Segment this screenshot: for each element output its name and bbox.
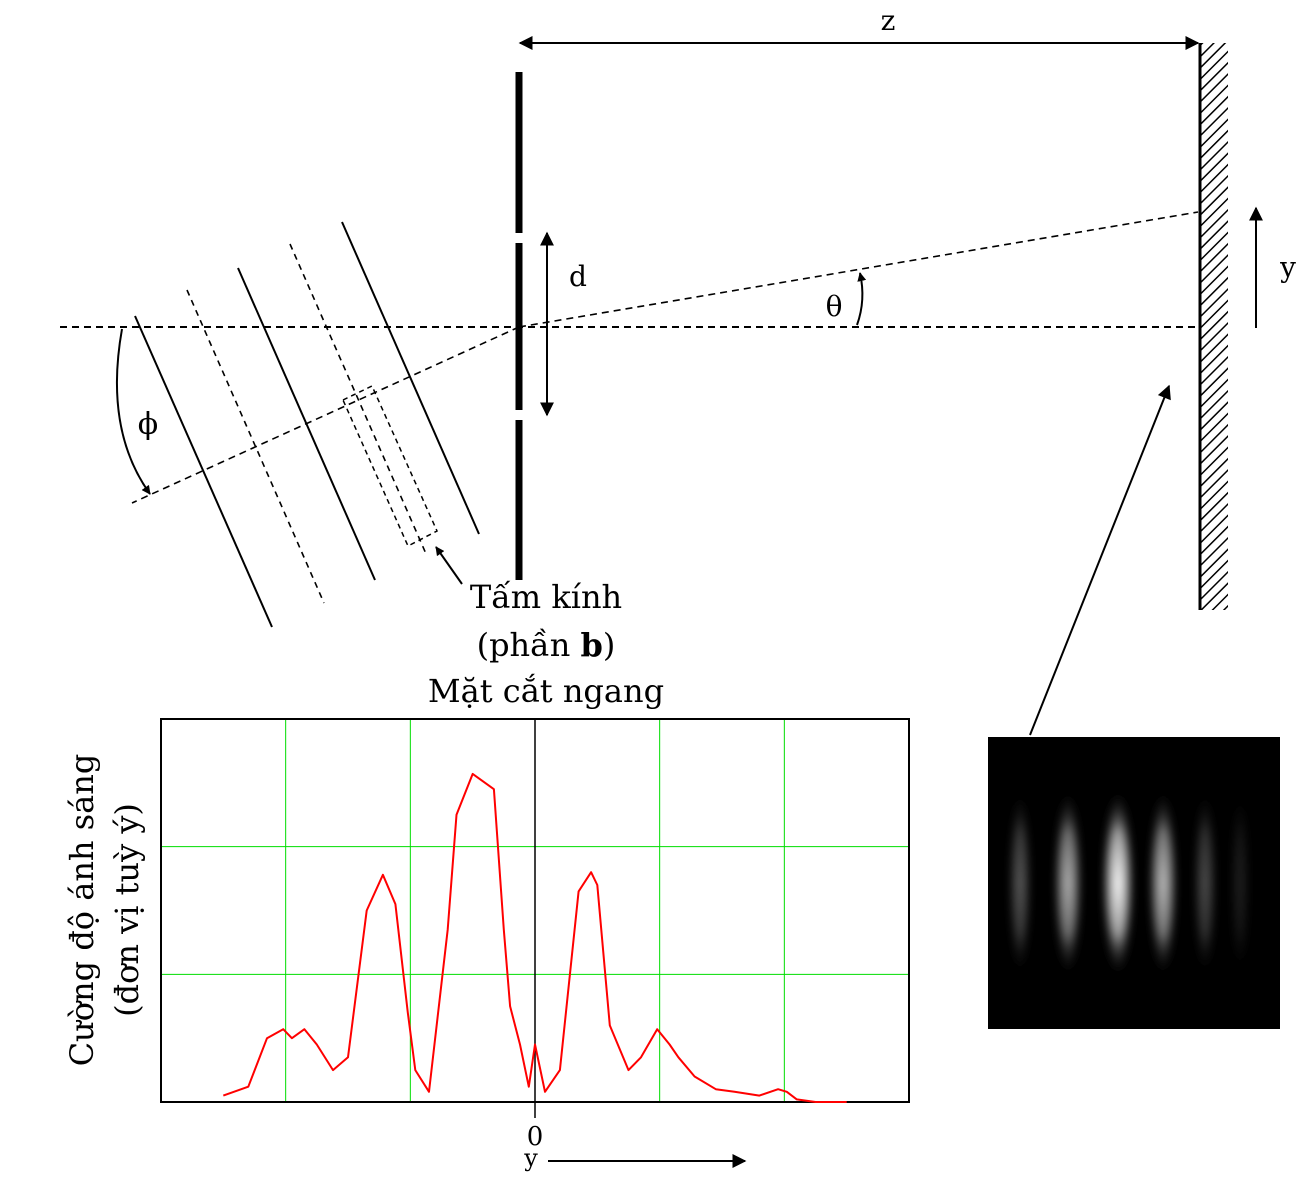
y-label-screen: y xyxy=(1279,251,1296,284)
glass-pointer-arrow xyxy=(435,546,463,585)
glass-label-line1: Tấm kính xyxy=(470,578,622,616)
z-label: z xyxy=(881,4,896,37)
wavefronts xyxy=(134,221,480,628)
screen xyxy=(1200,43,1228,610)
cross-section-title: Mặt cắt ngang xyxy=(428,672,664,710)
theta-label: θ xyxy=(826,290,843,323)
image-pointer-arrow xyxy=(1029,384,1171,736)
fringe-band xyxy=(1230,788,1250,978)
glass-plate xyxy=(342,384,438,548)
plot-ylabel-line1: Cường độ ánh sáng xyxy=(63,754,101,1067)
fringe-band xyxy=(1053,788,1083,978)
intensity-plot: 0 y Cường độ ánh sáng (đơn vị tuỳ ý) xyxy=(63,718,910,1172)
d-label: d xyxy=(569,260,587,293)
incident-ray xyxy=(131,326,520,504)
fringe-band xyxy=(1148,788,1178,978)
phi-label: ϕ xyxy=(138,407,158,442)
fringe-pattern-image xyxy=(988,737,1280,1029)
diffracted-ray xyxy=(518,211,1199,328)
theta-arc xyxy=(856,272,867,326)
x-axis-label: y xyxy=(523,1144,538,1172)
x-zero-label: 0 xyxy=(527,1122,544,1152)
fringe-band xyxy=(1008,788,1032,978)
plot-ylabel-line2: (đơn vị tuỳ ý) xyxy=(108,803,146,1017)
phi-arc xyxy=(115,328,151,495)
fringe-band xyxy=(1193,788,1217,978)
glass-label-line2: (phần b) xyxy=(477,626,616,664)
fringe-band xyxy=(1101,788,1135,978)
intensity-curve xyxy=(222,772,847,1103)
